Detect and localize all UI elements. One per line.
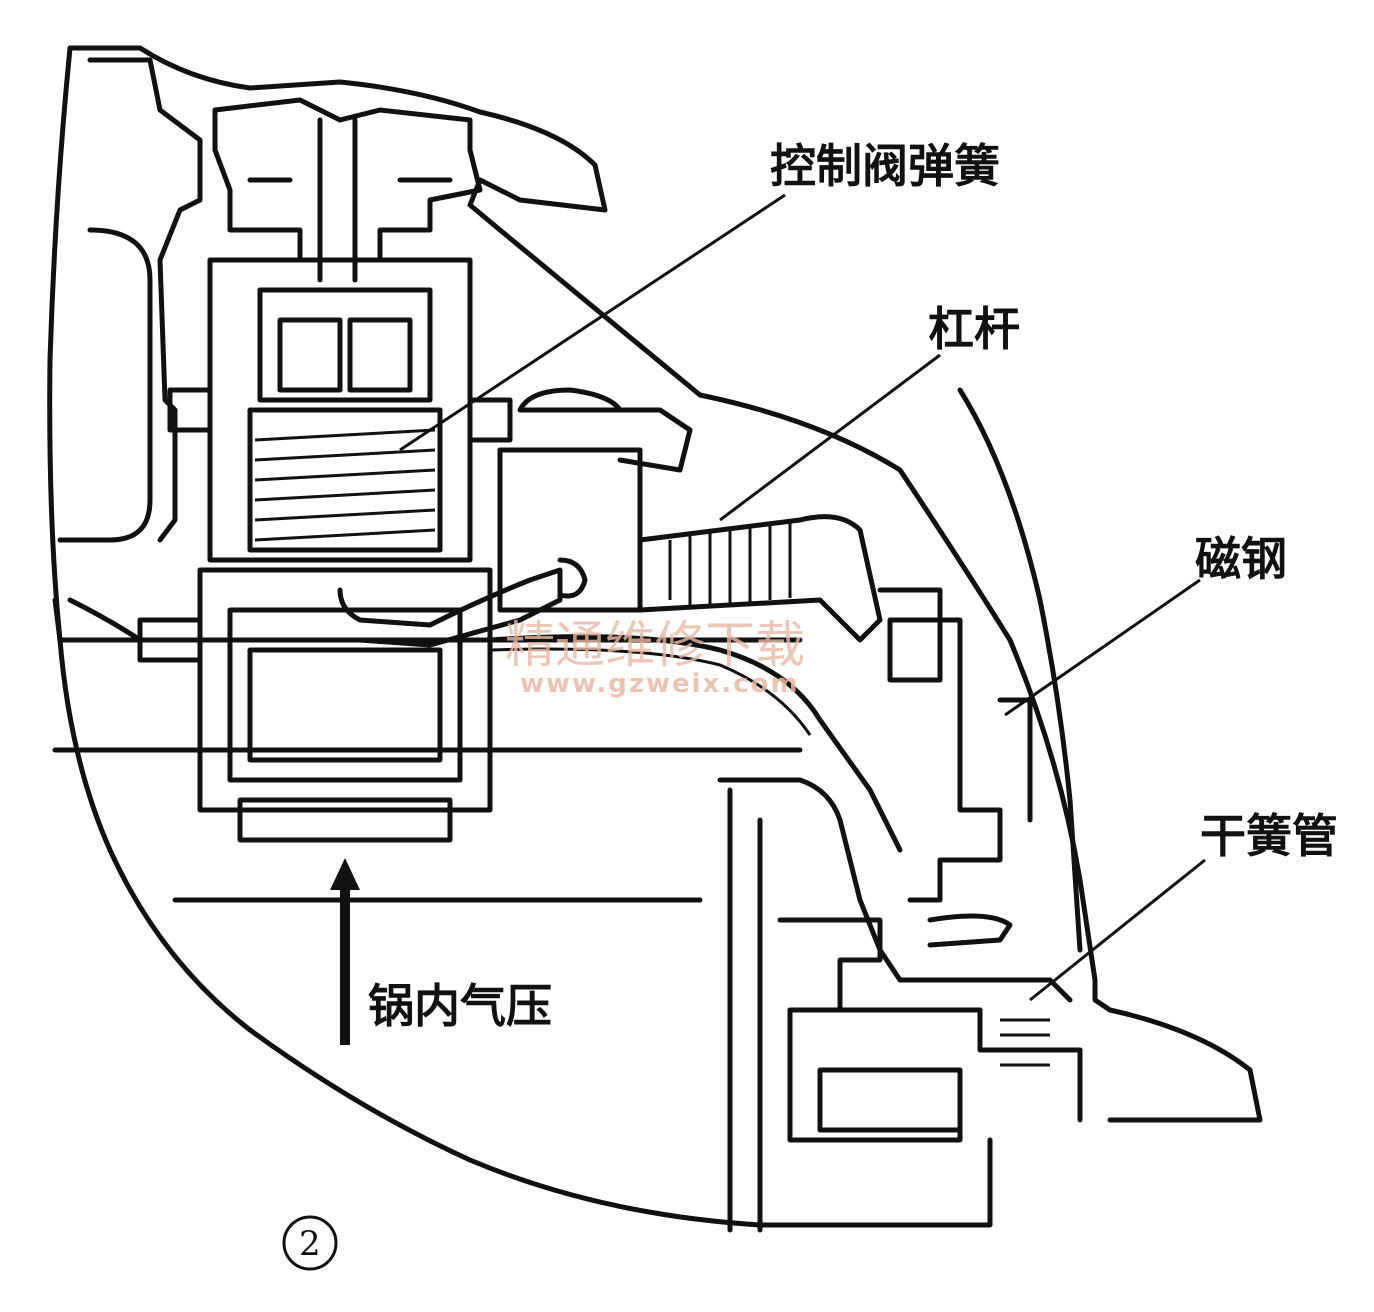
left-inner-chamber [57,57,203,543]
valve-cap [212,97,483,283]
label-reed-switch: 干簧管 [1200,809,1338,863]
magnet-housing [877,387,1083,953]
outer-housing [47,45,1263,1228]
label-magnet: 磁钢 [1195,532,1287,586]
watermark-text: 精通维修下载 [505,616,805,674]
figure-number: 2 [282,1215,338,1271]
watermark: 精通维修下载 www.gzweix.com [505,616,805,699]
label-pot-pressure: 锅内气压 [368,979,552,1033]
lever-spring [668,522,792,605]
label-control-valve-spring: 控制阀弹簧 [770,139,1000,193]
label-lever: 杠杆 [928,302,1020,356]
leader-lines [399,193,1206,1002]
lower-valve-seat [67,567,563,843]
control-valve-body [167,257,513,563]
watermark-url: www.gzweix.com [520,669,800,699]
reed-switch-assembly [717,777,1083,1233]
inner-lid-curve [487,634,903,853]
lever-assembly [497,387,883,643]
pressure-arrow [330,858,360,1045]
figure-number-text: 2 [299,1224,321,1264]
control-valve-spring [254,428,436,542]
